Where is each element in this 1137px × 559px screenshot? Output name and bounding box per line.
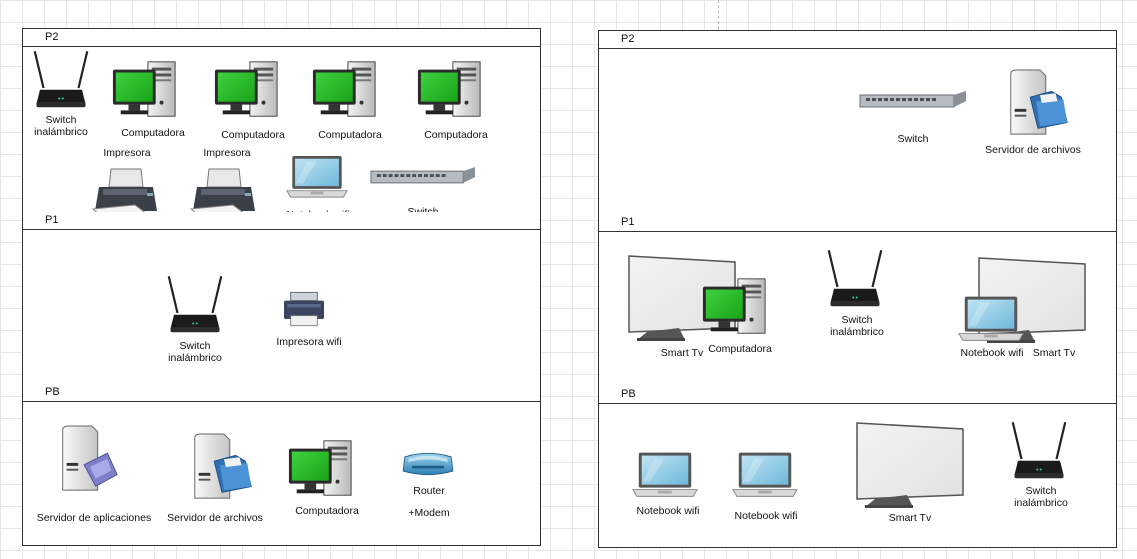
floor-pb-left: PB Servidor de aplicaciones Servidor de … bbox=[23, 384, 540, 545]
building-right: P2 Switch Servidor de archivos P1 Smart … bbox=[598, 30, 1117, 548]
wifi-printer-icon[interactable] bbox=[279, 290, 329, 328]
device-label: Computadora bbox=[295, 505, 359, 517]
smart-tv-icon[interactable] bbox=[855, 420, 967, 510]
device-label: Computadora bbox=[121, 127, 185, 139]
device-label: Servidor de archivos bbox=[985, 144, 1081, 156]
computer-icon[interactable] bbox=[213, 59, 281, 121]
device-label: Router +Modem bbox=[408, 485, 450, 519]
device-label: Impresora wifi bbox=[276, 336, 342, 348]
device-label: Notebook wifi bbox=[734, 510, 798, 522]
device-label: Switch inalámbrico bbox=[168, 340, 222, 364]
computer-icon[interactable] bbox=[311, 59, 379, 121]
device-label: Switch inalámbrico bbox=[34, 114, 88, 138]
router-icon[interactable] bbox=[399, 448, 457, 480]
device-label: Computadora bbox=[318, 129, 382, 141]
file-server-icon[interactable] bbox=[187, 432, 257, 504]
floor-header: PB bbox=[23, 384, 540, 402]
wireless-switch-icon[interactable] bbox=[33, 49, 89, 113]
floor-label: P1 bbox=[45, 214, 59, 226]
floor-pb-right: PB Notebook wifi Notebook wifi Smart Tv … bbox=[599, 386, 1116, 547]
floor-p1-right: P1 Smart Tv Computadora Switch inalámbri… bbox=[599, 214, 1116, 386]
device-label: Smart Tv bbox=[660, 347, 704, 359]
floor-label: P2 bbox=[621, 33, 635, 45]
floor-label: PB bbox=[621, 388, 636, 400]
device-label: Switch inalámbrico bbox=[1014, 485, 1068, 509]
floor-header: P1 bbox=[599, 214, 1116, 232]
floor-label: PB bbox=[45, 386, 60, 398]
computer-icon[interactable] bbox=[287, 438, 355, 500]
floor-header: P1 bbox=[23, 212, 540, 230]
device-label: Impresora bbox=[203, 147, 251, 159]
device-label: Switch inalámbrico bbox=[830, 314, 884, 338]
switch-icon[interactable] bbox=[369, 165, 477, 189]
file-server-icon[interactable] bbox=[1003, 67, 1073, 141]
device-label: Computadora bbox=[221, 129, 285, 141]
floor-header: P2 bbox=[599, 31, 1116, 49]
device-label: Notebook wifi bbox=[636, 505, 700, 517]
switch-icon[interactable] bbox=[857, 89, 969, 113]
computer-icon[interactable] bbox=[416, 59, 484, 121]
device-label: Servidor de archivos bbox=[167, 512, 263, 524]
device-label: Servidor de aplicaciones bbox=[36, 512, 152, 524]
floor-label: P1 bbox=[621, 216, 635, 228]
building-left: P2 Switch inalámbrico Computadora Comput… bbox=[22, 28, 541, 546]
floor-header: PB bbox=[599, 386, 1116, 404]
device-label: Computadora bbox=[424, 129, 488, 141]
laptop-icon[interactable] bbox=[285, 153, 349, 201]
device-label: Notebook wifi bbox=[960, 347, 1024, 359]
device-label: Smart Tv bbox=[888, 512, 932, 524]
dashed-guide-line bbox=[718, 0, 719, 40]
floor-p1-left: P1 Switch inalámbrico Impresora wifi bbox=[23, 212, 540, 384]
app-server-icon[interactable] bbox=[53, 424, 121, 496]
device-label: Computadora bbox=[708, 343, 772, 355]
laptop-icon[interactable] bbox=[631, 450, 699, 500]
laptop-icon[interactable] bbox=[957, 294, 1025, 344]
device-label: Switch bbox=[897, 133, 929, 145]
computer-icon[interactable] bbox=[111, 59, 179, 121]
computer-icon[interactable] bbox=[701, 276, 769, 338]
floor-header: P2 bbox=[23, 29, 540, 47]
laptop-icon[interactable] bbox=[731, 450, 799, 500]
wireless-switch-icon[interactable] bbox=[167, 274, 223, 338]
wireless-switch-icon[interactable] bbox=[827, 248, 883, 312]
device-label: Impresora bbox=[103, 147, 151, 159]
device-label: Smart Tv bbox=[1032, 347, 1076, 359]
wireless-switch-icon[interactable] bbox=[1011, 420, 1067, 484]
floor-label: P2 bbox=[45, 31, 59, 43]
floor-p2-right: P2 Switch Servidor de archivos bbox=[599, 31, 1116, 214]
floor-p2-left: P2 Switch inalámbrico Computadora Comput… bbox=[23, 29, 540, 212]
